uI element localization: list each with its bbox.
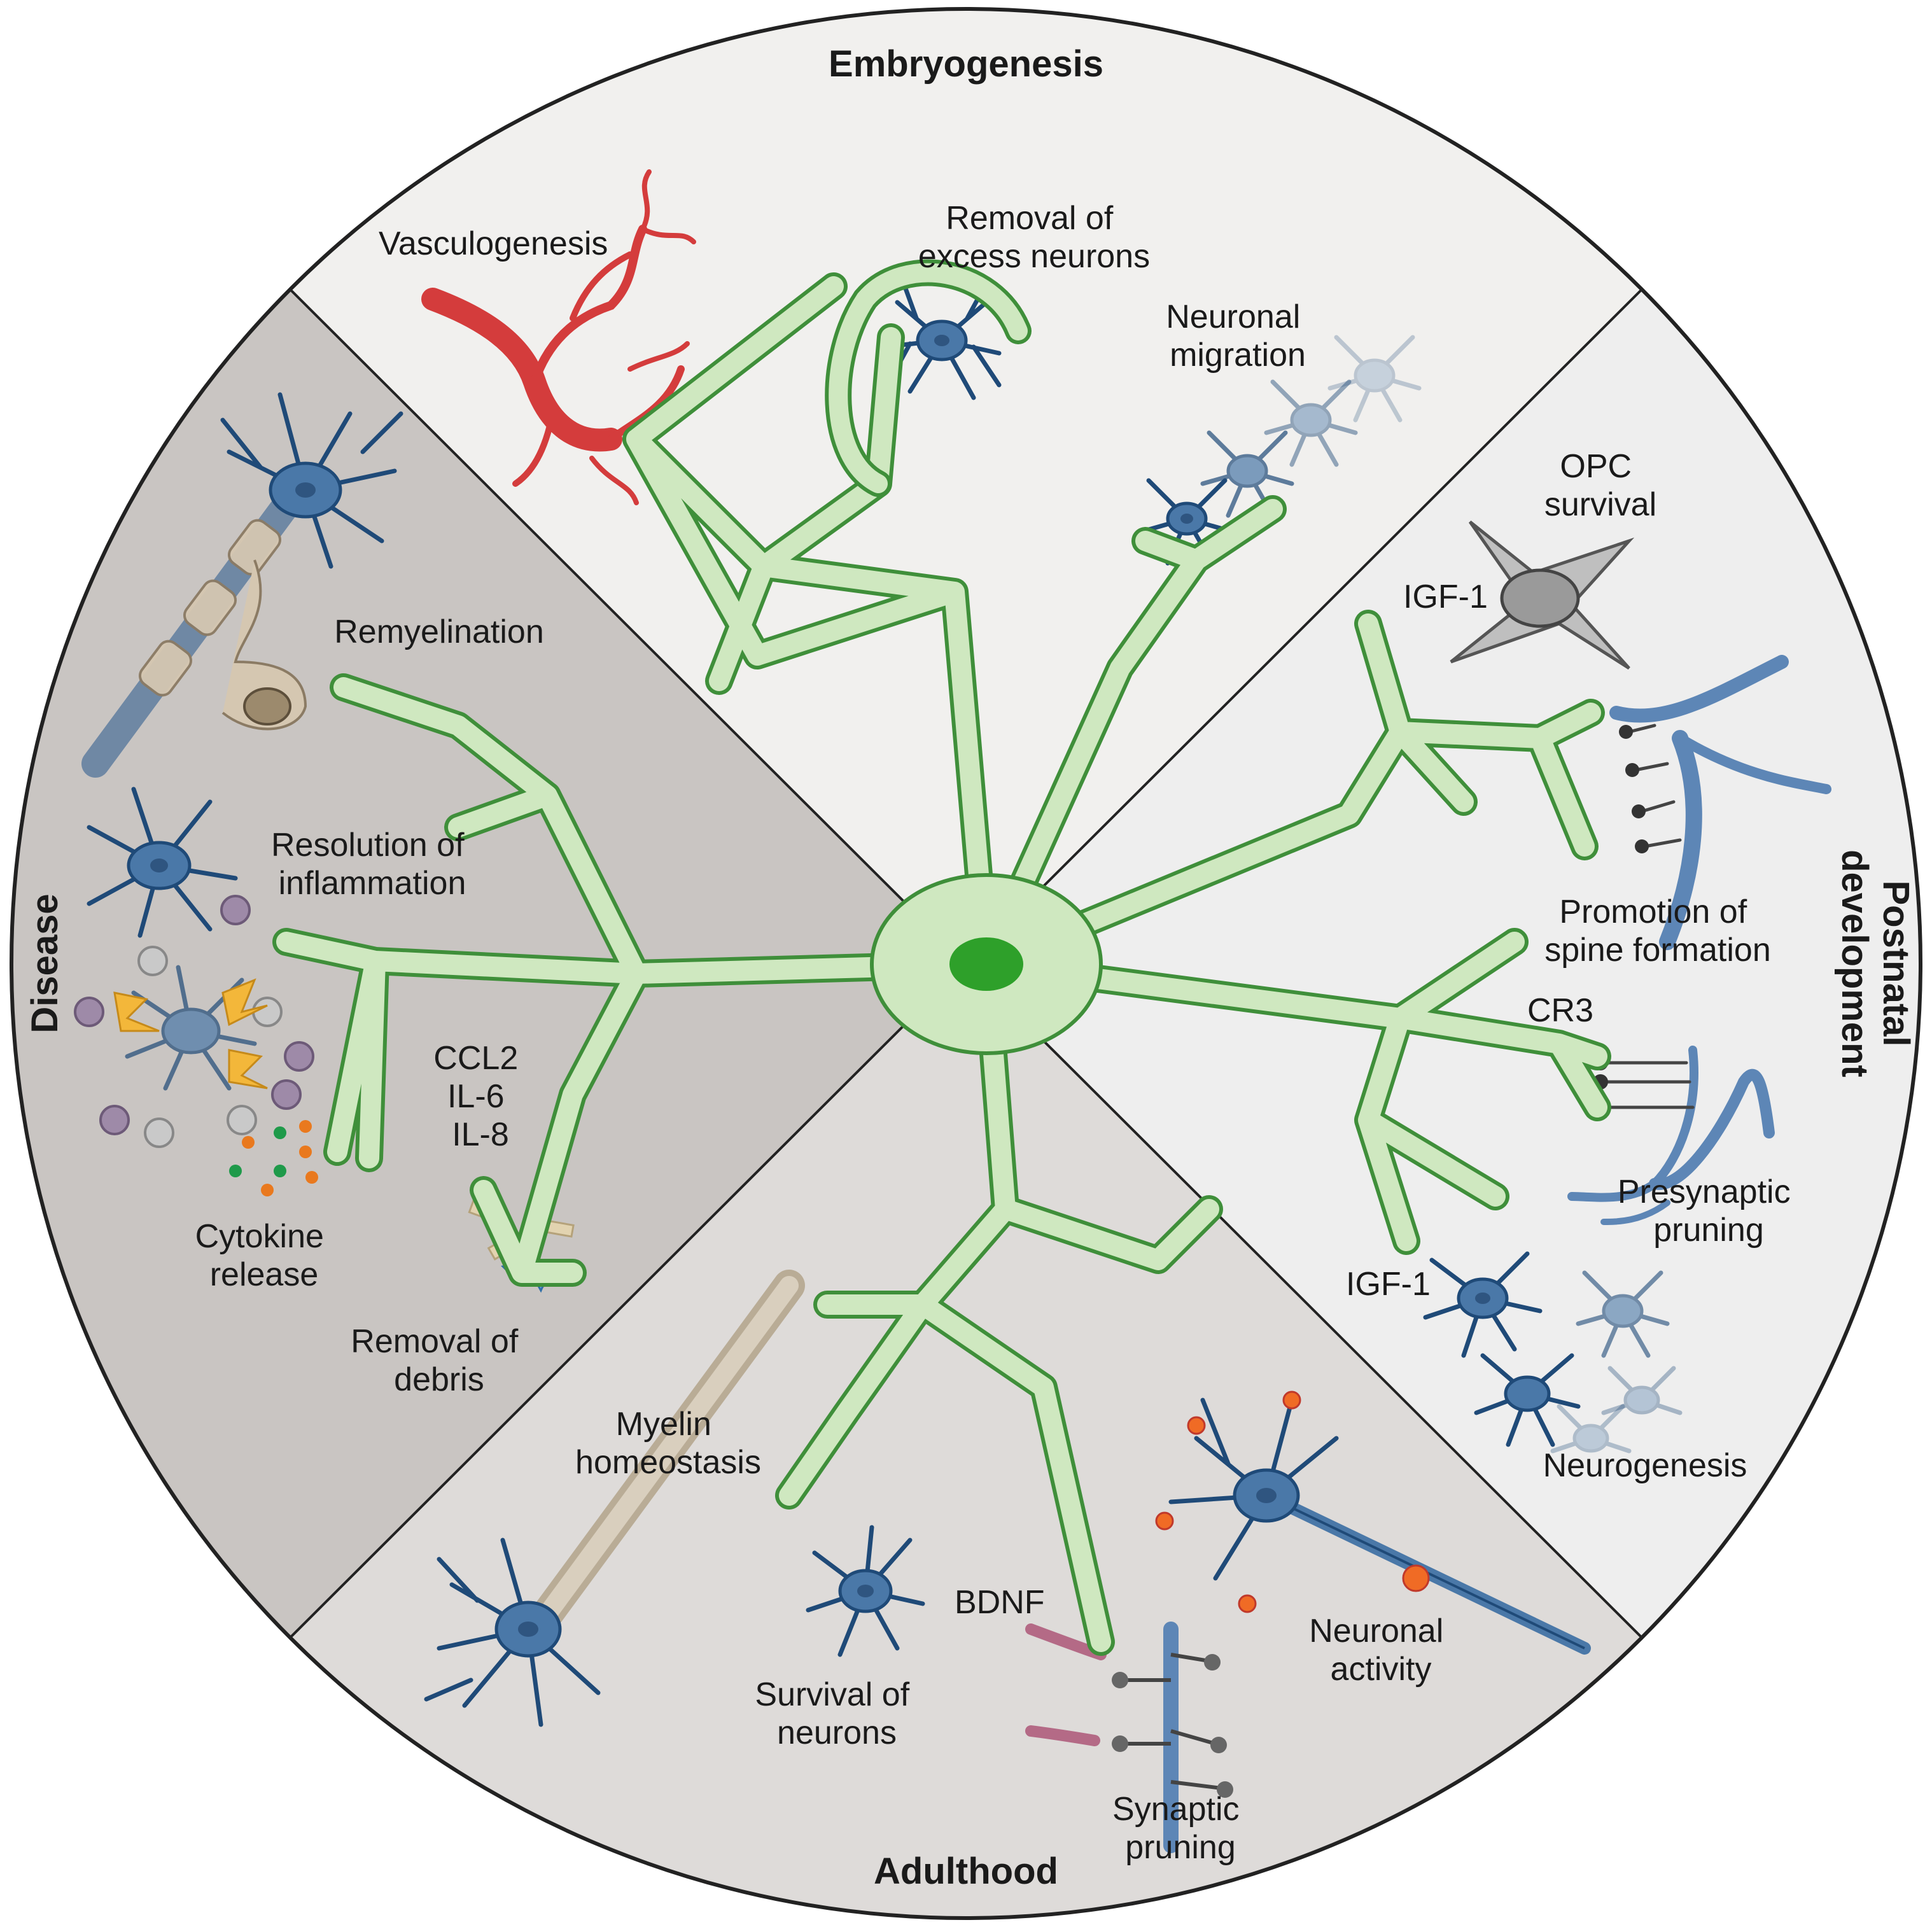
label-cytokines: CCL2 IL-6 IL-8 [433,1040,527,1153]
outer-circle [10,7,1922,1920]
myelinated-neuron-icon [424,1270,805,1727]
label-myelin-homeostasis: Myelin homeostasis [575,1406,761,1481]
label-vasculogenesis: Vasculogenesis [379,225,608,262]
label-removal-debris: Removal of debris [351,1323,527,1398]
migrating-neurons-icon [1140,335,1422,566]
microglia-nucleus [949,937,1023,991]
label-synaptic-pruning: Synaptic pruning [1112,1791,1249,1866]
label-presynaptic-pruning: Presynaptic pruning [1618,1174,1800,1249]
active-neuron-icon [1155,1391,1591,1655]
svg-text:Postnatal: Postnatal [1875,880,1917,1046]
section-adulthood: Adulthood [874,1851,1058,1892]
label-opc-survival: OPC survival [1544,448,1656,523]
opc-cell-icon [1450,521,1635,670]
label-cr3: CR3 [1527,992,1593,1029]
label-resolution-inflammation: Resolution of inflammation [271,827,473,902]
label-neurogenesis: Neurogenesis [1543,1447,1747,1484]
label-spine-formation: Promotion of spine formation [1544,893,1771,969]
neurogenesis-neurons-icon [1423,1251,1683,1454]
microglia-cell [272,259,1611,1656]
survival-neuron-icon [806,1525,925,1657]
section-postnatal: Postnatal development [1834,850,1917,1077]
label-neuronal-activity: Neuronal activity [1309,1613,1452,1688]
synapse-icon [1025,1622,1233,1853]
label-neuronal-migration: Neuronal migration [1166,298,1309,374]
label-removal-excess: Removal of excess neurons [918,200,1150,275]
section-disease: Disease [24,893,66,1033]
label-igf1-bottom: IGF-1 [1346,1266,1431,1303]
section-embryogenesis: Embryogenesis [829,43,1103,85]
neuron-excess-icon [882,281,1002,400]
svg-text:development: development [1834,850,1875,1077]
dendrite-spines-icon [1609,655,1831,950]
embryogenesis-sector [11,9,1921,964]
blood-vessel-icon [421,169,696,505]
label-survival-neurons: Survival of neurons [755,1676,918,1751]
label-bdnf: BDNF [955,1584,1045,1621]
postnatal-sector [966,9,1921,1918]
label-igf1-top: IGF-1 [1403,578,1488,615]
remyelination-icon [81,392,403,778]
label-cytokine-release: Cytokine release [195,1218,333,1293]
label-remyelination: Remyelination [334,613,544,650]
inflammation-resolution-neuron-icon [87,787,238,938]
